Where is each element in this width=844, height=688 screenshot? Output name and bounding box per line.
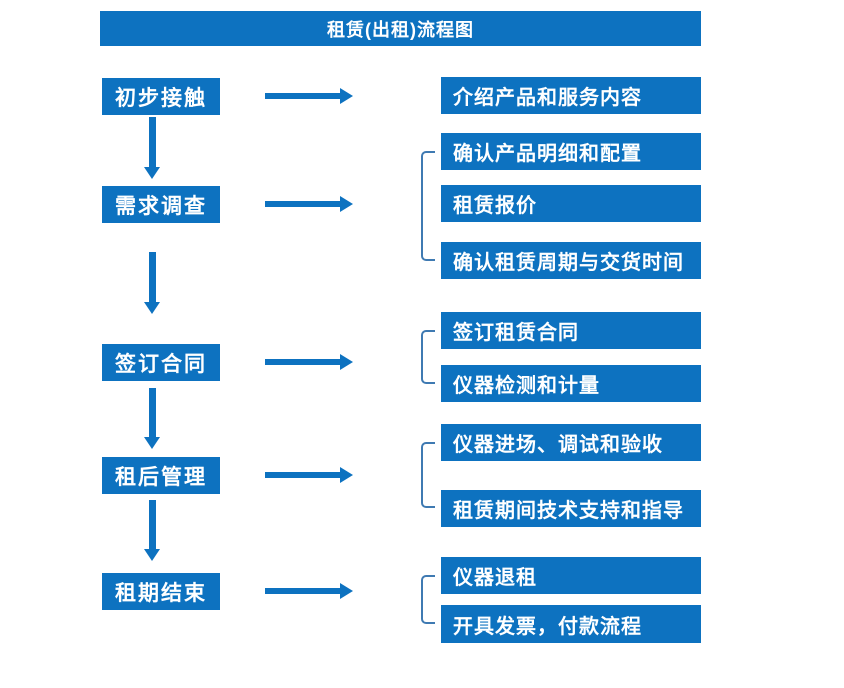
detail-box-4-2: 租赁期间技术支持和指导: [441, 490, 701, 527]
arrow-right-icon-1: [265, 88, 353, 104]
arrow-right-icon-4: [265, 467, 353, 483]
detail-box-2-3: 确认租赁周期与交货时间: [441, 242, 701, 279]
arrow-shaft: [149, 117, 156, 168]
arrow-shaft: [265, 93, 341, 99]
step-box-1: 初步接触: [102, 78, 220, 115]
arrow-right-icon-3: [265, 354, 353, 370]
detail-box-3-1: 签订租赁合同: [441, 312, 701, 349]
arrow-shaft: [149, 252, 156, 303]
arrow-head: [144, 167, 160, 179]
step-box-5: 租期结束: [102, 573, 220, 610]
group-bracket-5: [421, 575, 435, 624]
arrow-shaft: [149, 388, 156, 438]
arrow-right-icon-5: [265, 583, 353, 599]
arrow-head: [340, 88, 353, 104]
title-bar: 租赁(出租)流程图: [100, 11, 701, 46]
arrow-shaft: [265, 359, 341, 365]
arrow-head: [144, 549, 160, 561]
detail-box-4-1: 仪器进场、调试和验收: [441, 424, 701, 461]
detail-box-3-2: 仪器检测和计量: [441, 365, 701, 402]
group-bracket-2: [421, 151, 435, 261]
step-box-4: 租后管理: [102, 457, 220, 494]
arrow-head: [144, 302, 160, 314]
step-box-3: 签订合同: [102, 344, 220, 381]
arrow-head: [340, 467, 353, 483]
arrow-head: [340, 196, 353, 212]
arrow-down-icon-2: [144, 252, 161, 314]
arrow-down-icon-1: [144, 117, 161, 179]
group-bracket-4: [421, 442, 435, 508]
arrow-shaft: [149, 500, 156, 550]
detail-box-5-1: 仪器退租: [441, 557, 701, 594]
arrow-shaft: [265, 201, 341, 207]
step-box-2: 需求调查: [102, 186, 220, 223]
detail-box-1-1: 介绍产品和服务内容: [441, 77, 701, 114]
page-title: 租赁(出租)流程图: [327, 19, 474, 40]
detail-box-5-2: 开具发票，付款流程: [441, 605, 701, 643]
arrow-shaft: [265, 588, 341, 594]
arrow-head: [340, 354, 353, 370]
arrow-head: [144, 437, 160, 449]
group-bracket-3: [421, 330, 435, 384]
arrow-down-icon-3: [144, 388, 161, 449]
arrow-right-icon-2: [265, 196, 353, 212]
arrow-down-icon-4: [144, 500, 161, 561]
arrow-shaft: [265, 472, 341, 478]
detail-box-2-1: 确认产品明细和配置: [441, 133, 701, 170]
arrow-head: [340, 583, 353, 599]
detail-box-2-2: 租赁报价: [441, 185, 701, 222]
